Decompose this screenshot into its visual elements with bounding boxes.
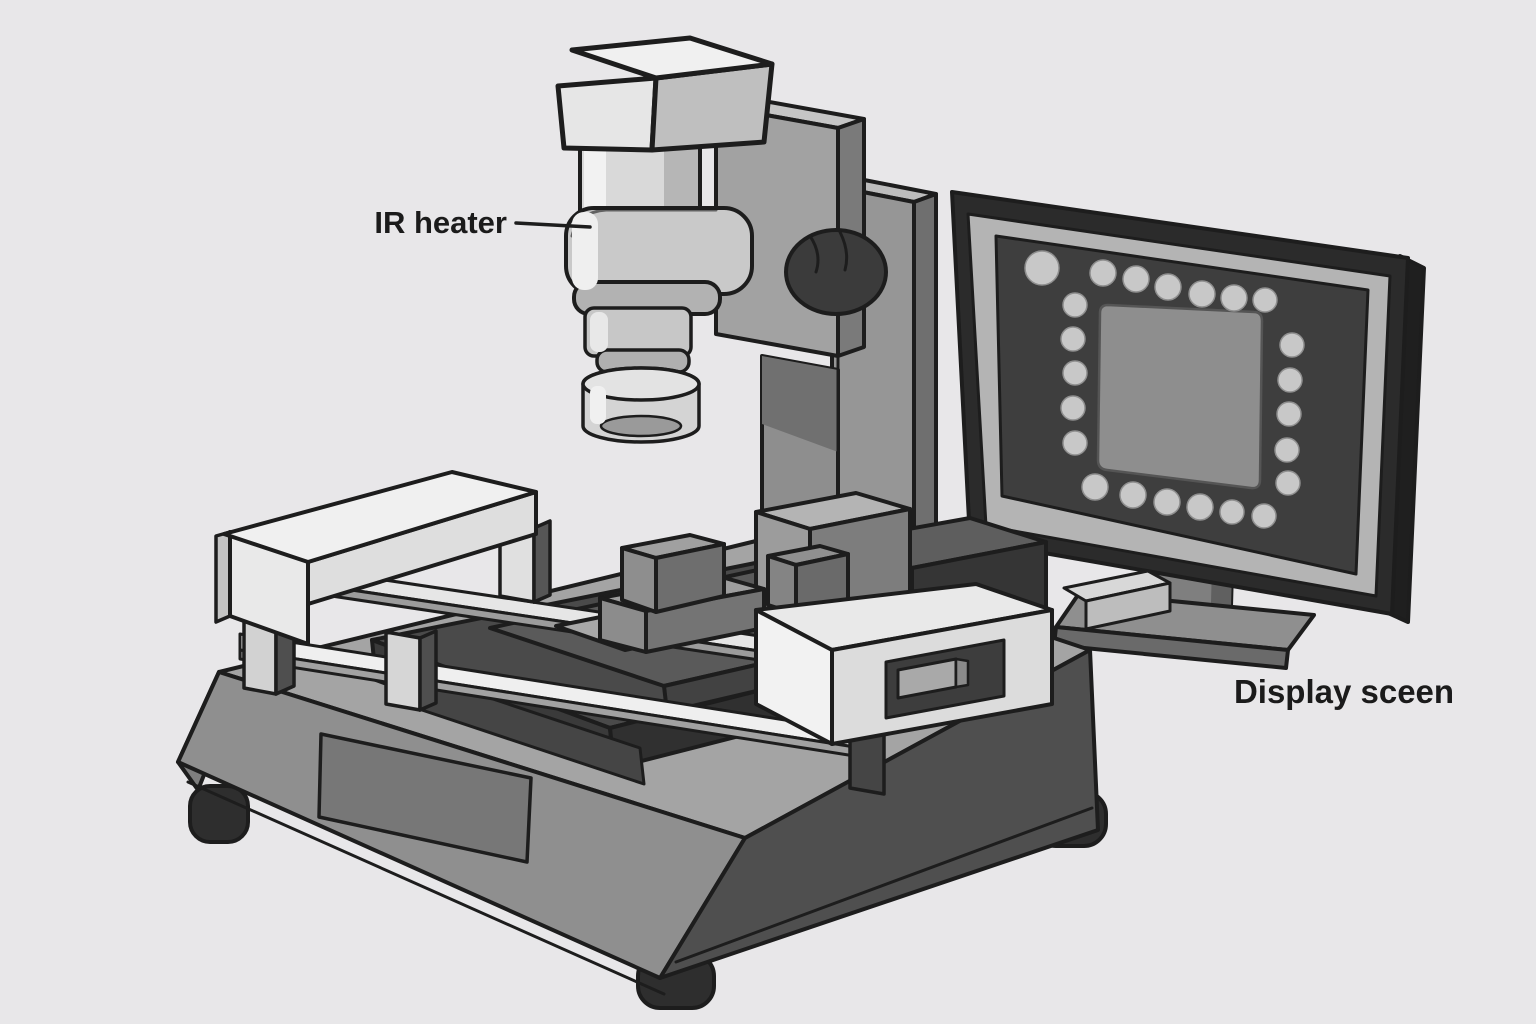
solder-ball-dot (1089, 259, 1117, 287)
solder-ball-dot (1188, 280, 1216, 308)
heater-lens (581, 366, 701, 444)
solder-ball-dot (1251, 503, 1277, 529)
label-display-screen: Display sceen (1234, 673, 1454, 710)
fixture-tower (754, 491, 912, 626)
solder-ball-dot (1024, 250, 1060, 286)
solder-ball-dot (1275, 470, 1301, 496)
solder-ball-dot (1276, 401, 1302, 427)
side-slab (1062, 569, 1172, 631)
monitor (950, 190, 1426, 670)
solder-ball-dot (1277, 367, 1303, 393)
solder-ball-dot (1062, 430, 1088, 456)
solder-ball-dot (1081, 473, 1109, 501)
solder-ball-dot (1274, 437, 1300, 463)
solder-ball-dot (1122, 265, 1150, 293)
machine-foot (188, 784, 250, 844)
solder-ball-dot (1060, 326, 1086, 352)
chip (620, 533, 726, 614)
leader-line (514, 221, 592, 229)
ir-heater-head (555, 35, 775, 444)
solder-ball-dot (1154, 273, 1182, 301)
left-holder-bracket (214, 470, 552, 712)
solder-ball-dot (1062, 292, 1088, 318)
solder-ball-dot (1060, 395, 1086, 421)
solder-ball-dot (1186, 493, 1214, 521)
lens-opening (599, 414, 683, 438)
annotations: IR heater Display sceen (374, 205, 1454, 710)
right-holder-bracket (754, 569, 1172, 796)
solder-ball-dot (1252, 287, 1278, 313)
focus-knob-icon (784, 228, 888, 316)
solder-ball-dot (1219, 499, 1245, 525)
label-ir-heater: IR heater (374, 205, 507, 240)
solder-ball-dot (1153, 488, 1181, 516)
heater-barrel (583, 306, 693, 374)
solder-ball-dot (1119, 481, 1147, 509)
heater-top-box (555, 35, 775, 153)
solder-ball-dot (1220, 284, 1248, 312)
bga-die-view (1096, 303, 1264, 490)
solder-ball-dot (1279, 332, 1305, 358)
control-panel (317, 732, 533, 864)
solder-ball-pads (1024, 250, 1305, 529)
solder-ball-dot (1062, 360, 1088, 386)
